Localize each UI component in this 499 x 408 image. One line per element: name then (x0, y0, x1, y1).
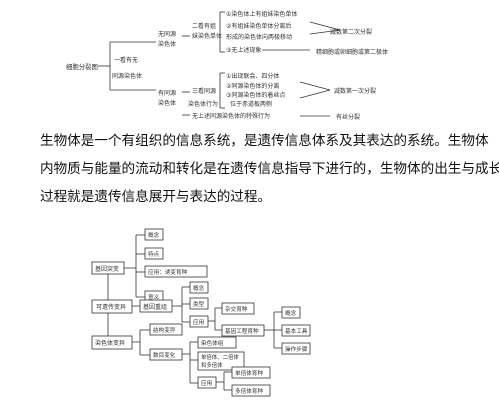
upper-item-4: ③无上述现象 (226, 46, 261, 54)
cm-chrom-var: 染色体变异 (95, 339, 125, 347)
branch-label-a: 一看有无 (114, 56, 138, 64)
cm-apply: 应用 (201, 379, 212, 387)
cm-gm-concept: 概念 (148, 231, 160, 239)
cm-gene-mutation: 基因突变 (95, 265, 119, 273)
cm-polyploid-breeding: 多倍体育种 (235, 387, 263, 395)
body-paragraph: 生物体是一个有组织的信息系统，是遗传信息体系及其表达的系统。生物体 内物质与能量… (40, 127, 499, 211)
paragraph-line-3: 过程就是遗传信息展开与表达的过程。 (40, 189, 272, 205)
cm-ge-concept: 概念 (285, 309, 297, 317)
cm-structural: 结构变异 (153, 326, 176, 334)
upper-look-a: 二看有姐 (192, 22, 216, 30)
root-label: 细胞分裂图 (66, 62, 98, 71)
bottom-result: 有丝分裂 (336, 113, 360, 121)
upper-result-1: 减数第二次分裂 (330, 28, 372, 36)
cm-gr-application: 应用 (193, 318, 204, 326)
lower-look-b: 染色体行为 (188, 100, 218, 108)
cm-gene-recomb: 基因重组 (143, 303, 167, 311)
lower-item-4: 位于赤道板两侧 (230, 100, 272, 108)
upper-item-1: ①染色体上有姐妹染色单体 (226, 10, 297, 18)
branch-label-b: 同源染色体 (112, 72, 142, 80)
upper-cond-b: 染色体 (158, 40, 176, 48)
upper-cond-a: 无同源 (158, 30, 176, 38)
cm-gm-feature: 特点 (148, 250, 160, 258)
lower-item-3: ③同源染色体的着丝点 (226, 91, 285, 99)
lower-cond-b: 染色体 (158, 99, 176, 107)
cm-root: 可遗传变异 (96, 303, 126, 311)
lower-item-1: ①出现联会、四分体 (226, 72, 279, 80)
cm-ploidy: 单倍体、二倍体和多倍体 (201, 353, 239, 369)
lower-cond-a: 有同源 (158, 89, 176, 97)
cm-group: 染色体组 (201, 339, 224, 347)
paragraph-line-1: 生物体是一个有组织的信息系统，是遗传信息体系及其表达的系统。生物体 (40, 133, 489, 149)
bottom-item: 无上述同源染色体的特殊行为 (192, 112, 270, 120)
lower-item-2: ②同源染色体的分离 (226, 82, 279, 90)
cm-ge-eng: 基因工程育种 (225, 327, 259, 335)
paragraph-line-2: 内物质与能量的流动和转化是在遗传信息指导下进行的，生物体的出生与成长 (40, 161, 499, 177)
meiosis-identification-diagram: 细胞分裂图 一看有无 同源染色体 无同源 染色体 二看有姐 妹染色单体 ①染色体… (66, 10, 388, 121)
cm-ge-tools: 基本工具 (285, 327, 308, 335)
cm-numerical: 数目变化 (153, 351, 176, 359)
variation-concept-map: 可遗传变异 基因突变 概念 特点 应用：诱变育种 意义 基因重组 概念 类型 应… (91, 228, 311, 397)
lower-result: 减数第一次分裂 (334, 87, 376, 95)
cm-gr-concept: 概念 (193, 284, 205, 292)
lower-look-a: 三看同源 (192, 87, 216, 95)
upper-item-3: 形成的染色体向两极移动 (226, 33, 292, 41)
cm-gr-type: 类型 (193, 300, 205, 308)
upper-result-2: 精细胞或卵细胞或第二极体 (316, 48, 388, 56)
cm-gm-application: 应用：诱变育种 (148, 268, 188, 276)
cm-hybrid: 杂交育种 (225, 305, 248, 313)
upper-look-b: 妹染色单体 (192, 32, 222, 40)
cm-haploid-breeding: 单倍体育种 (235, 369, 263, 377)
upper-item-2: ②有姐妹染色单体分离后 (226, 22, 291, 30)
cm-ge-steps: 操作步骤 (285, 345, 308, 353)
cm-gm-significance: 意义 (148, 293, 160, 301)
